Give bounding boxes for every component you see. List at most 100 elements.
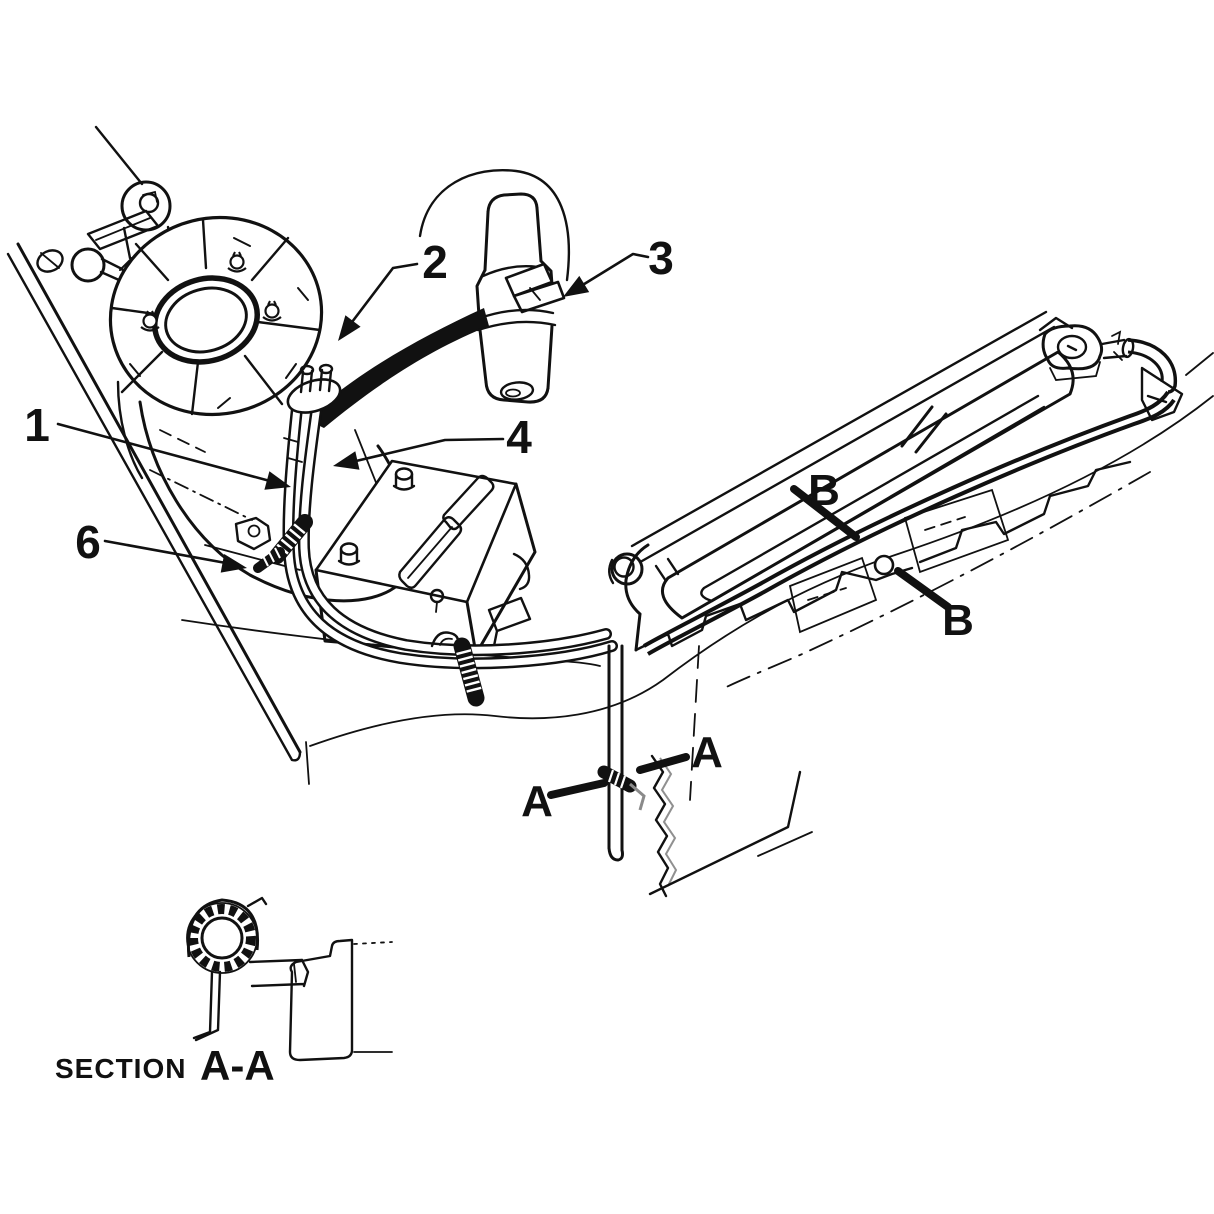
spring-clamp-ear-2 [512,280,566,314]
battery-vent-strip-line [407,526,453,579]
mount-bolt-notch [142,190,158,203]
fitting-tube-end-1 [299,364,315,376]
panel-back-edge-2 [640,325,1056,563]
tank-left-end-cap [624,543,650,652]
side-knob [70,247,106,283]
torn-edge-black [650,754,670,898]
spring-clamp-detail [529,287,541,301]
callout-4-arrowhead [333,451,360,470]
section-clip-drawing [186,896,310,1042]
clip-tail-ribs [262,547,281,567]
clip-arm [248,958,310,988]
filler-ring-inner [164,286,248,354]
section-detail: SECTION A-A [55,896,393,1089]
hose-run-bottom [646,398,1176,656]
profile-dash-top [353,941,393,945]
inlet-boss-inner [613,556,635,578]
hose-u-turn-outer [1127,338,1178,394]
mount-tab-line [95,217,151,241]
pump-cap-ring [1056,334,1088,360]
tank-face-dash-edge [689,645,700,801]
callout-2-arrowhead [338,315,361,341]
reservoir-spokes [110,218,322,416]
tray-hook [512,552,531,591]
upper-tank-slot [700,394,1046,603]
radiator-side-tank [597,644,802,898]
mount-bolt-boss [120,180,172,232]
leader-6 [103,539,228,565]
pump-nipple [1100,338,1128,360]
callout-1-arrowhead [264,471,291,490]
callout-6: 6 [75,516,101,568]
lower-short-line [757,831,813,857]
panel-cutout-2 [788,556,878,634]
leader-1 [56,422,272,483]
leader-b-lower [894,567,952,611]
pipe-bottom-opening [499,381,535,401]
pipe-top [486,192,539,214]
end-cap-ticks [654,557,680,583]
clip-leg [192,970,222,1042]
panel-hole-b [873,554,895,576]
pipe-lower-walls [478,324,554,390]
drop-clip-tail [629,782,646,811]
tank-profile-outline [288,938,354,1062]
tank-left-edge [116,380,144,480]
callout-4: 4 [506,411,532,463]
panel-cutout-2-dash [807,587,847,601]
clip-arm-fold [293,963,297,983]
clip-bracket [234,516,272,551]
upper-tank-outline [660,350,1075,620]
washer-pump [1041,324,1135,381]
leader-b-upper [790,485,860,541]
battery-top-face [314,459,518,604]
clip-bracket-bolt [247,524,261,538]
radiator-support-assembly [608,310,1184,656]
body-contour-lines [6,125,1214,857]
panel-cutout-1-dash [924,516,966,531]
corrugated-band-clamp [430,631,485,707]
panel-cutout-1 [903,488,1010,574]
battery-holddown-wedge [487,596,532,648]
callout-a-right: A [691,728,723,777]
tank-divider-marks [900,405,948,454]
fender-sweep-line [309,395,1214,747]
drop-hose-clip [597,765,646,811]
callout-6-arrowhead [220,554,247,573]
band-hook-inner [439,637,453,646]
leader-4 [354,437,505,463]
clip-band-ribs [276,523,306,555]
clip-top-nub [246,896,268,908]
hose-clip-6 [234,514,313,573]
hose-tick-marks [283,437,303,463]
callout-b-lower: B [942,596,974,645]
battery-vent-cap-strip-2 [398,516,463,589]
bleed-cap-slot [40,252,60,269]
callout-a-left: A [521,777,553,826]
hose-ring-bore [200,916,244,960]
tank-line-1 [204,544,301,571]
cowl-line [1185,352,1214,376]
hose-run-top [642,390,1170,648]
section-tank-profile [288,938,393,1062]
pipe-collar [476,308,557,332]
washer-hoses [234,363,618,707]
panel-back-edge-1 [630,310,1048,548]
hose-4-core [300,402,610,654]
panel-lower-jagged-edge [634,460,1132,652]
section-caption-prefix: SECTION [55,1053,186,1084]
drop-hose-end [607,846,624,862]
supply-hose-2 [312,308,489,428]
tank-dashdot-1 [149,469,253,521]
callout-3: 3 [648,232,674,284]
callout-2: 2 [422,236,448,288]
inlet-boss-lip [608,558,615,585]
battery-terminal-2 [337,542,361,566]
fitting-tube-end-2 [318,363,334,375]
nipple-clamp [1111,330,1123,361]
bleed-cap [36,249,64,273]
bumper-dash-contour [719,471,1151,691]
callout-b-upper: B [808,466,840,515]
